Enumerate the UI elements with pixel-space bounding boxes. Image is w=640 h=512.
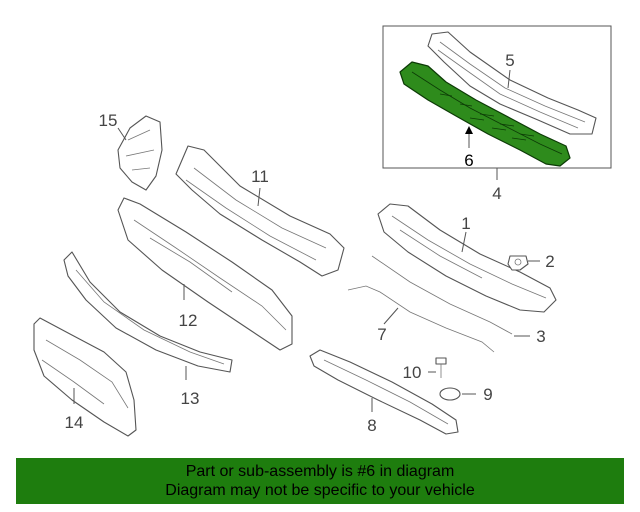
leader-1 bbox=[461, 231, 467, 253]
callout-8[interactable]: 8 bbox=[367, 416, 376, 435]
callout-13[interactable]: 13 bbox=[181, 389, 200, 408]
arrow-6 bbox=[465, 126, 473, 134]
callout-2[interactable]: 2 bbox=[545, 252, 554, 271]
callout-11[interactable]: 11 bbox=[251, 167, 269, 186]
part-12-dash-panel[interactable] bbox=[117, 197, 293, 351]
callout-15[interactable]: 15 bbox=[99, 111, 118, 130]
part-10-bolt[interactable] bbox=[435, 357, 447, 378]
leader-11 bbox=[257, 187, 261, 207]
part-2-clip[interactable] bbox=[507, 255, 529, 271]
callout-4[interactable]: 4 bbox=[492, 184, 501, 203]
part-11-dash-upper[interactable] bbox=[175, 145, 345, 277]
callout-10[interactable]: 10 bbox=[403, 363, 422, 382]
part-1-cowl-top[interactable] bbox=[377, 203, 557, 313]
notice-banner: Part or sub-assembly is #6 in diagram Di… bbox=[16, 458, 624, 504]
callout-3[interactable]: 3 bbox=[536, 327, 545, 346]
callout-5[interactable]: 5 bbox=[505, 51, 514, 70]
banner-line-2: Diagram may not be specific to your vehi… bbox=[165, 482, 475, 499]
leader-15 bbox=[117, 127, 127, 141]
callout-1[interactable]: 1 bbox=[461, 214, 470, 233]
callout-9[interactable]: 9 bbox=[483, 385, 492, 404]
callout-12[interactable]: 12 bbox=[179, 311, 198, 330]
callout-14[interactable]: 14 bbox=[65, 413, 84, 432]
banner-line-1: Part or sub-assembly is #6 in diagram bbox=[185, 463, 455, 480]
callout-7[interactable]: 7 bbox=[377, 325, 386, 344]
callout-6[interactable]: 6 bbox=[464, 151, 473, 170]
part-14-insulator[interactable] bbox=[33, 317, 137, 437]
part-7-seal[interactable] bbox=[347, 255, 513, 353]
part-13-lower-bracket[interactable] bbox=[63, 251, 233, 373]
part-9-grommet[interactable] bbox=[439, 387, 461, 401]
leader-5 bbox=[507, 69, 511, 89]
leader-7 bbox=[383, 307, 399, 325]
part-8-lower-brace[interactable] bbox=[309, 349, 459, 435]
part-6-highlighted[interactable] bbox=[399, 61, 571, 167]
part-15-bracket[interactable] bbox=[117, 115, 163, 191]
part-5-panel[interactable] bbox=[427, 31, 597, 135]
